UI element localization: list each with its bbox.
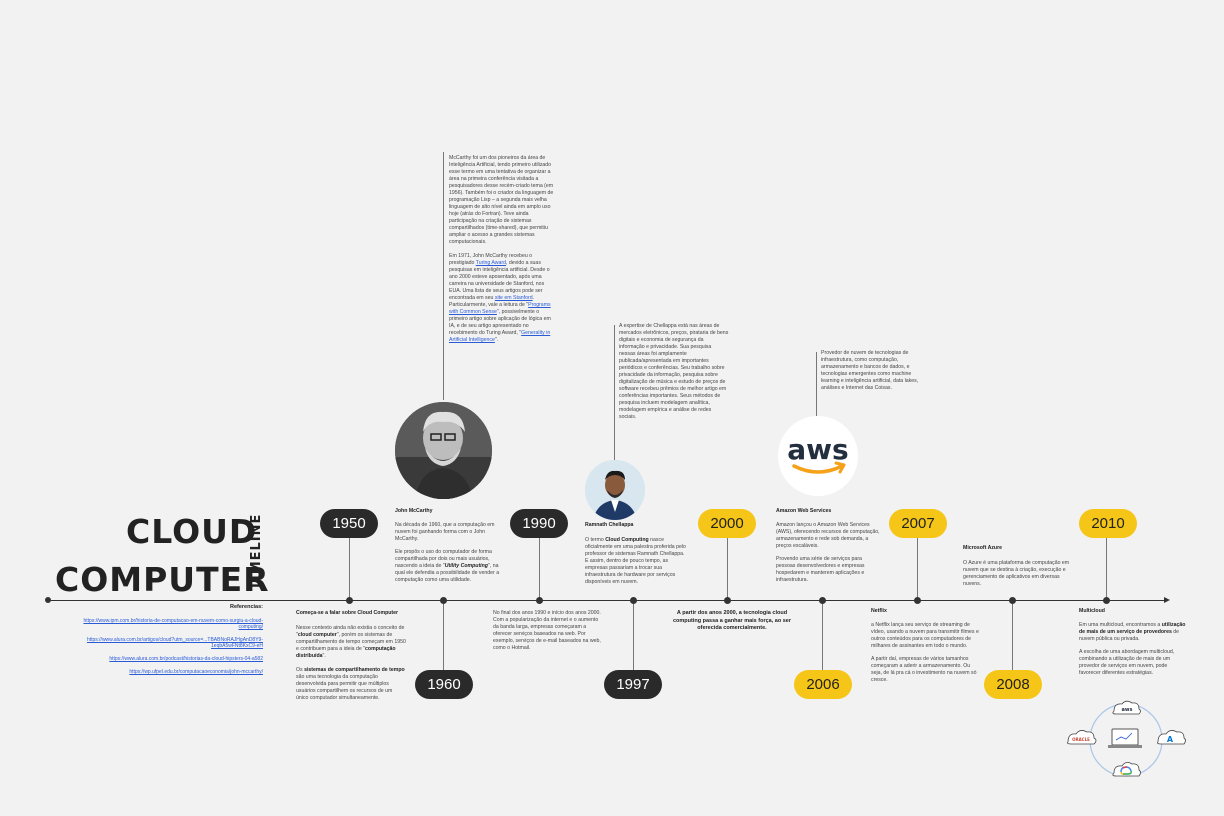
dot-2010	[1103, 597, 1110, 604]
aws-p1: Amazon lançou o Amazon Web Services (AWS…	[776, 522, 880, 549]
connector-chellappa	[614, 325, 615, 460]
cloud-azure-icon: A	[1157, 730, 1186, 745]
multicloud-p2: A escolha de uma abordagem multicloud, c…	[1079, 649, 1175, 676]
event-1950-p2: Os sistemas de compartilhamento de tempo…	[296, 667, 405, 701]
azure-text: O Azure é uma plataforma de computação e…	[963, 560, 1070, 587]
programs-common-sense-link[interactable]: Programs with Common Sense	[449, 302, 551, 315]
connector-1990	[539, 537, 540, 600]
azure-heading: Microsoft Azure	[963, 545, 1003, 551]
svg-text:A: A	[1167, 735, 1174, 744]
year-1990-badge: 1990	[510, 509, 568, 538]
cloud-aws-icon: aws	[1112, 700, 1141, 715]
timeline-arrow-icon	[1164, 597, 1170, 603]
year-1960-badge: 1960	[415, 670, 473, 699]
year-2008-badge: 2008	[984, 670, 1042, 699]
timeline-start-dot	[45, 597, 51, 603]
mccarthy-text-1: Na década de 1960, que a computação em n…	[395, 522, 495, 542]
year-2000-badge: 2000	[698, 509, 756, 538]
timeline-axis	[48, 600, 1166, 601]
reference-link-2[interactable]: https://www.alura.com.br/artigos/cloud?u…	[86, 637, 263, 649]
dot-2000	[724, 597, 731, 604]
generality-ai-link[interactable]: Generality in Artificial Intelligence	[449, 330, 551, 343]
dot-2007	[914, 597, 921, 604]
multicloud-heading: Multicloud	[1079, 608, 1105, 614]
svg-text:aws: aws	[787, 433, 848, 466]
event-2008: Microsoft Azure O Azure é uma plataforma…	[963, 545, 1071, 588]
aws-p2: Provendo uma série de serviços para pess…	[776, 556, 865, 583]
netflix-heading: Netflix	[871, 608, 887, 614]
cloud-oracle-icon: ORACLE	[1067, 730, 1097, 745]
connector-2010	[1106, 537, 1107, 600]
title-cloud: CLOUD	[126, 512, 258, 551]
dot-1960	[440, 597, 447, 604]
cloud-google-icon	[1112, 762, 1141, 777]
mccarthy-bio: McCarthy foi um dos pioneiros da área de…	[449, 155, 557, 344]
connector-mccarthy	[443, 152, 444, 400]
event-1950-heading: Começa-se a falar sobre Cloud Computer	[296, 610, 399, 616]
turing-award-link[interactable]: Turing Award	[475, 260, 507, 266]
title-computer: COMPUTER	[55, 560, 270, 599]
event-1990: No final dos anos 1990 e início dos anos…	[493, 610, 601, 652]
references: Referencias: https://www.ipm.com.br/hist…	[60, 604, 263, 675]
connector-2007	[917, 537, 918, 600]
title-timeline: TIMELINE	[249, 513, 264, 590]
connector-2008	[1012, 600, 1013, 670]
connector-2000	[727, 537, 728, 600]
connector-2006	[822, 600, 823, 670]
connector-1960	[443, 600, 444, 670]
svg-text:aws: aws	[1122, 707, 1133, 713]
references-label: Referencias:	[229, 604, 263, 610]
event-1950: Começa-se a falar sobre Cloud Computer N…	[296, 610, 406, 702]
year-1950-badge: 1950	[320, 509, 378, 538]
reference-link-3[interactable]: https://www.alura.com.br/podcast/histori…	[109, 656, 263, 662]
aws-summary: Amazon Web Services Amazon lançou o Amaz…	[776, 508, 880, 584]
chellappa-bio-text: A expertise de Chellappa está nas áreas …	[619, 323, 729, 420]
mccarthy-photo	[395, 402, 492, 499]
event-2006: Netflix a Netflix lança seu serviço de s…	[871, 608, 979, 684]
dot-1997	[630, 597, 637, 604]
mccarthy-bio-p2: Em 1971, John McCarthy recebeu o prestig…	[449, 253, 551, 343]
event-2010: Multicloud Em uma multicloud, encontramo…	[1079, 608, 1187, 677]
mccarthy-summary: John McCarthy Na década de 1960, que a c…	[395, 508, 505, 584]
dot-2008	[1009, 597, 1016, 604]
aws-logo-icon: aws	[778, 416, 858, 496]
reference-link-4[interactable]: https://wp.ufpel.edu.br/computacaoeconom…	[129, 669, 263, 675]
year-1997-badge: 1997	[604, 670, 662, 699]
chellappa-photo	[585, 460, 645, 520]
chellappa-bio: A expertise de Chellappa está nas áreas …	[619, 323, 729, 421]
dot-1950	[346, 597, 353, 604]
netflix-p1: a Netflix lança seu serviço de streaming…	[871, 622, 979, 649]
aws-bio-text: Provedor de nuvem de tecnologias de infr…	[821, 350, 919, 391]
event-1950-p1: Nesse contexto ainda não existia o conce…	[296, 625, 406, 659]
chellappa-summary: Ramnath Chellappa O termo Cloud Computin…	[585, 522, 689, 586]
mccarthy-bio-p1: McCarthy foi um dos pioneiros da área de…	[449, 155, 554, 245]
dot-2006	[819, 597, 826, 604]
mccarthy-name: John McCarthy	[395, 508, 433, 514]
stanford-site-link[interactable]: site em Stanford	[494, 295, 533, 301]
event-1990-text: No final dos anos 1990 e início dos anos…	[493, 610, 601, 651]
connector-1997	[633, 600, 634, 670]
year-2006-badge: 2006	[794, 670, 852, 699]
aws-name: Amazon Web Services	[776, 508, 832, 514]
chellappa-text: O termo Cloud Computing nasce oficialmen…	[585, 537, 686, 585]
year-2010-badge: 2010	[1079, 509, 1137, 538]
multicloud-diagram: aws ORACLE A	[1066, 695, 1186, 783]
year-2007-badge: 2007	[889, 509, 947, 538]
connector-1950	[349, 537, 350, 600]
multicloud-p1: Em uma multicloud, encontramos a utiliza…	[1079, 622, 1186, 642]
reference-link-1[interactable]: https://www.ipm.com.br/historia-de-compu…	[83, 618, 263, 630]
event-2000-text: A partir dos anos 2000, a tecnologia clo…	[673, 610, 791, 631]
netflix-p2: A partir daí, empresas de vários tamanho…	[871, 656, 977, 683]
connector-aws	[816, 352, 817, 416]
aws-bio: Provedor de nuvem de tecnologias de infr…	[821, 350, 931, 392]
dot-1990	[536, 597, 543, 604]
svg-text:ORACLE: ORACLE	[1072, 737, 1090, 742]
mccarthy-text-2: Ele propôs o uso do computador de forma …	[395, 549, 500, 583]
chellappa-name: Ramnath Chellappa	[585, 522, 634, 528]
